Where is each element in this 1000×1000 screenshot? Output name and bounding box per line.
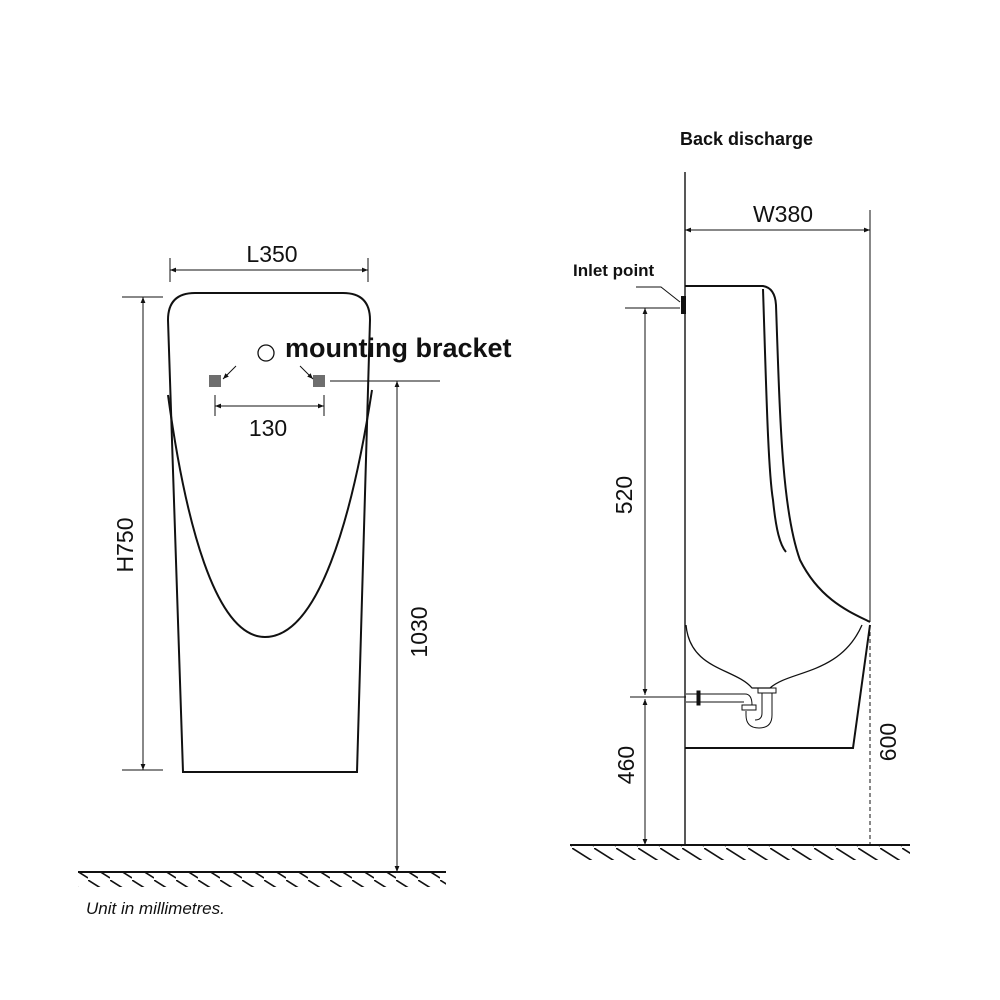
- front-bowl-opening: [167, 389, 373, 639]
- height-label: H750: [112, 518, 138, 573]
- side-view: Back discharge W380 Inlet point 520 460 …: [570, 129, 910, 860]
- side-inner-line: [762, 288, 787, 553]
- back-discharge-title: Back discharge: [680, 129, 813, 149]
- mounting-bracket-label: mounting bracket: [285, 333, 512, 363]
- inlet-height-label: 520: [611, 476, 637, 514]
- floor-hatch-left: [78, 873, 446, 887]
- bracket-height-label: 1030: [406, 606, 432, 657]
- depth-label: W380: [753, 201, 813, 227]
- side-bowl: [685, 624, 863, 689]
- width-label: L350: [246, 241, 297, 267]
- inlet-point: [681, 296, 686, 314]
- rim-height-label: 600: [875, 723, 901, 761]
- bracket-spacing-label: 130: [249, 415, 287, 441]
- mounting-bracket-left: [209, 375, 221, 387]
- side-body-top: [685, 285, 871, 623]
- floor-hatch-right: [570, 846, 910, 860]
- unit-note: Unit in millimetres.: [86, 899, 225, 918]
- inlet-point-label: Inlet point: [573, 261, 655, 280]
- front-view: mounting bracket L350 130 H750 1030 Unit…: [78, 241, 512, 918]
- front-body-outline: [166, 292, 372, 773]
- side-body-bottom: [685, 624, 871, 749]
- outlet-height-label: 460: [613, 746, 639, 784]
- p-trap: [686, 687, 777, 729]
- inlet-hole: [257, 344, 275, 362]
- mounting-bracket-right: [313, 375, 325, 387]
